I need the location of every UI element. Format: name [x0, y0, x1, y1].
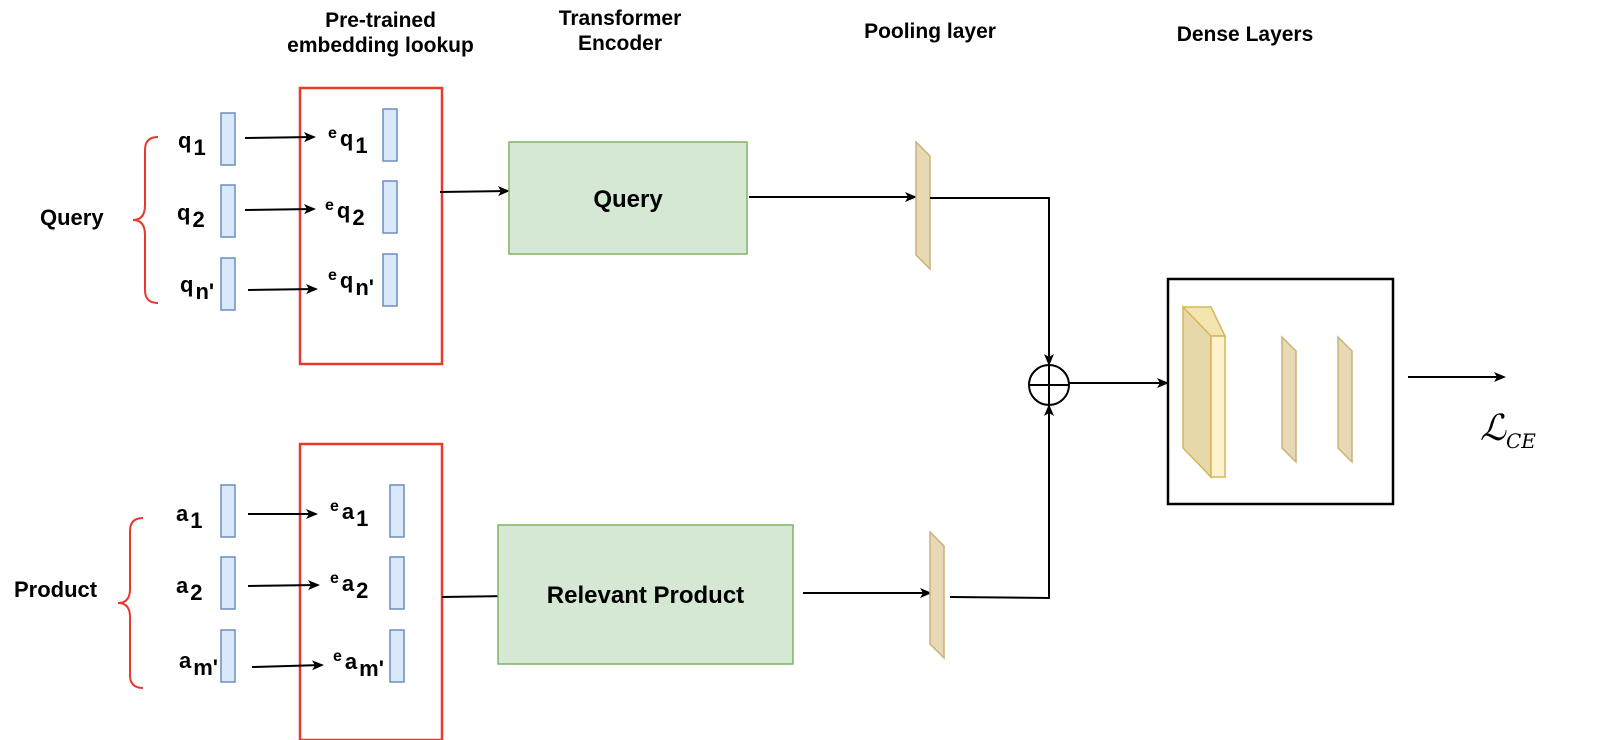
query-encoder-box	[508, 141, 748, 255]
product-encoder-box	[497, 524, 794, 665]
transformer-encoder-header: Transformer Encoder	[558, 7, 682, 55]
dense-layer	[1281, 335, 1297, 464]
query-embedding-vector	[382, 180, 398, 234]
dense-layer-3d	[1181, 305, 1227, 479]
arrow	[247, 284, 318, 295]
cross-entropy-loss-label: ℒCE	[1480, 408, 1536, 453]
arrow	[247, 580, 320, 591]
query-embedding-vector	[382, 253, 398, 307]
product-embedding-lookup-box	[298, 442, 444, 740]
product-token-vector	[220, 629, 236, 683]
embedding-lookup-header: Pre-trained embedding lookup	[287, 9, 474, 57]
arrow	[930, 197, 1054, 366]
product-embedding-vector	[389, 556, 405, 610]
arrow	[244, 204, 316, 215]
query-pooling-layer	[915, 140, 931, 271]
product-embedding-vector	[389, 629, 405, 683]
query-embedding-vector	[382, 108, 398, 162]
product-encoder-label: Relevant Product	[546, 582, 745, 609]
query-group-label: Query	[40, 205, 104, 230]
query-token-vector	[220, 184, 236, 238]
product-token-vector	[220, 484, 236, 538]
product-embedding-vector	[389, 484, 405, 538]
query-encoder-label: Query	[593, 186, 663, 213]
query-brace	[132, 136, 159, 304]
arrow	[244, 132, 316, 143]
dense-layers-header: Dense Layers	[1176, 23, 1314, 46]
query-token-vector	[220, 112, 236, 166]
product-pooling-layer	[929, 530, 945, 660]
query-embedding-lookup-box	[298, 86, 444, 366]
product-token-vector	[220, 556, 236, 610]
dense-layers-box	[1166, 277, 1395, 506]
product-group-label: Product	[14, 577, 98, 602]
product-token-label: a2	[176, 573, 203, 605]
arrow	[439, 186, 510, 197]
product-brace	[117, 517, 144, 689]
product-token-label: a1	[176, 501, 203, 533]
arrow	[251, 660, 324, 671]
query-token-label: q2	[177, 200, 205, 232]
pooling-layer-header: Pooling layer	[864, 20, 996, 43]
dense-layer	[1337, 335, 1353, 464]
arrow	[949, 404, 1054, 600]
product-token-label: am'	[179, 648, 219, 680]
concat-plus-icon	[1028, 364, 1070, 406]
query-token-label: qn'	[180, 272, 215, 304]
query-token-label: q1	[178, 128, 206, 160]
query-token-vector	[220, 257, 236, 311]
